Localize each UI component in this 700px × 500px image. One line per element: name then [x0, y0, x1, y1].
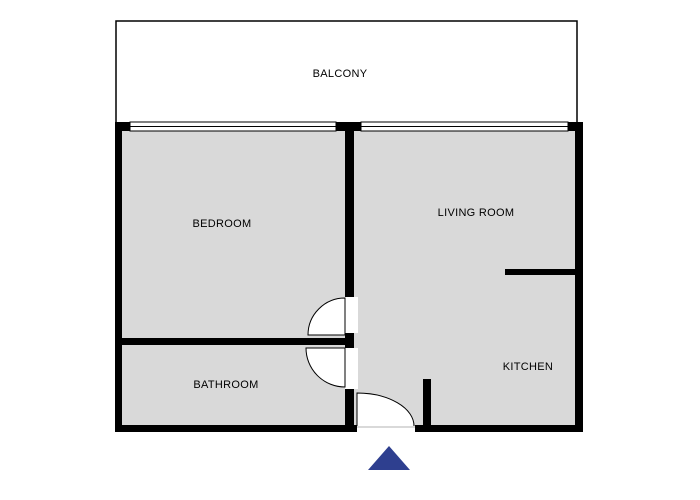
wall-bottom-left [115, 425, 357, 432]
wall-divider-bottom [345, 389, 354, 432]
wall-outer-right [575, 122, 583, 432]
living-room-label: LIVING ROOM [438, 207, 515, 219]
entrance-arrow-icon [368, 446, 410, 470]
wall-top-left-stub [115, 122, 130, 131]
doors [305, 297, 415, 427]
wall-bedroom-living [345, 122, 354, 297]
balcony-outline [115, 20, 578, 125]
bathroom-door [305, 347, 346, 388]
wall-bottom-right [415, 425, 583, 432]
kitchen-label: KITCHEN [503, 361, 553, 373]
bedroom-floor [120, 128, 350, 341]
floors [120, 128, 579, 428]
balcony [115, 20, 578, 125]
wall-kitchen-left [423, 379, 431, 432]
living-room-window [360, 121, 569, 132]
balcony-label: BALCONY [313, 68, 368, 80]
door-openings [345, 297, 358, 389]
bathroom-door-opening [345, 348, 358, 389]
entrance-door [356, 392, 415, 427]
bedroom-label: BEDROOM [193, 218, 252, 230]
bathroom-label: BATHROOM [193, 379, 258, 391]
wall-outer-left [115, 122, 122, 432]
walls [115, 122, 583, 432]
bedroom-door-opening [345, 297, 358, 333]
wall-bedroom-bathroom [115, 338, 354, 345]
bedroom-door [307, 297, 346, 336]
living-room-floor [354, 128, 579, 428]
bedroom-window [129, 121, 337, 132]
wall-kitchen-top [505, 269, 583, 275]
